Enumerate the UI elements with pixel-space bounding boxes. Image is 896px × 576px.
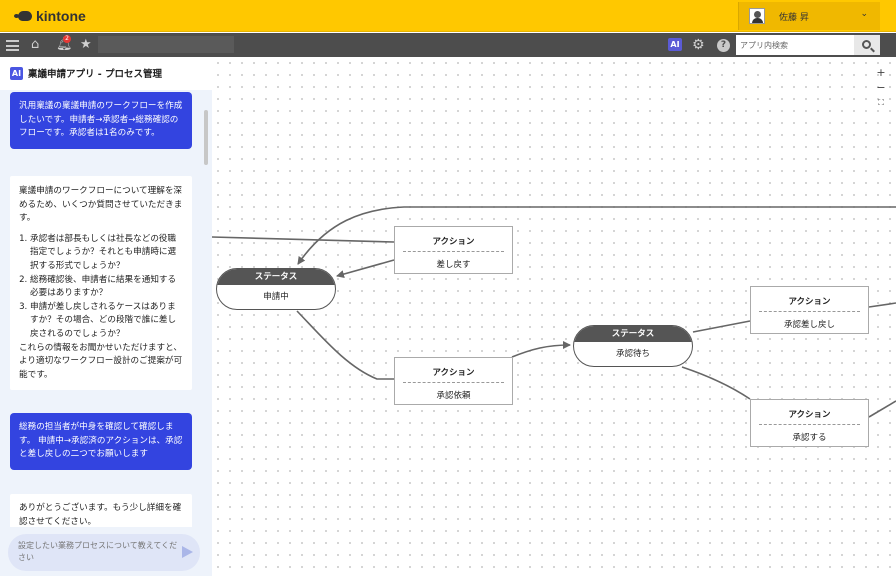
divider (403, 382, 504, 383)
status-node[interactable]: ステータス 承認待ち (573, 325, 693, 367)
ai-message: ありがとうございます。もう少し詳細を確認させてください。 (10, 494, 192, 527)
approve-request-connector (511, 341, 571, 358)
fit-view-button[interactable]: ⛶ (878, 98, 884, 107)
menu-icon[interactable] (6, 40, 19, 51)
star-icon[interactable]: ★ (80, 37, 92, 52)
message-text: 総務の担当者が中身を確認して確認します。 申請中→承認済のアクションは、承認と差… (19, 422, 183, 460)
chat-input[interactable] (18, 540, 178, 566)
home-icon[interactable]: ⌂ (31, 37, 40, 52)
action-header: アクション (432, 368, 475, 378)
action-label: 差し戻す (436, 260, 471, 270)
action-header: アクション (788, 297, 831, 307)
message-intro: 稟議申請のワークフローについて理解を深めるため、いくつか質問させていただきます。 (19, 186, 183, 224)
logo-text: kintone (36, 8, 86, 24)
approve-connector (681, 366, 751, 400)
action-node[interactable]: アクション 承認依頼 (394, 357, 513, 405)
message-outro: これらの情報をお聞かせいただけますと、より適切なワークフロー設計のご提案が可能で… (19, 342, 183, 380)
action-label: 承認差し戻し (783, 320, 835, 330)
message-text: ありがとうございます。もう少し詳細を確認させてください。 (19, 503, 182, 527)
send-icon[interactable] (182, 546, 193, 558)
page-title: 稟議申請アプリ - プロセス管理 (28, 69, 163, 80)
connector-lines (212, 206, 896, 418)
ai-message: 稟議申請のワークフローについて理解を深めるため、いくつか質問させていただきます。… (10, 176, 192, 391)
zoom-out-button[interactable]: − (876, 81, 886, 94)
chat-history[interactable]: 汎用稟議の稟議申請のワークフローを作成したいです。申請者→承認者→総務確認のフロ… (0, 90, 205, 527)
action-header: アクション (432, 237, 475, 247)
chevron-down-icon: ⌄ (860, 9, 868, 19)
chat-input-box (8, 534, 200, 571)
breadcrumb (98, 36, 234, 53)
search-button[interactable] (854, 35, 880, 55)
user-message: 汎用稟議の稟議申請のワークフローを作成したいです。申請者→承認者→総務確認のフロ… (10, 92, 192, 149)
user-name: 佐藤 昇 (779, 12, 809, 23)
right-connector (868, 302, 896, 308)
loop-connector (297, 206, 896, 265)
request-connector (296, 310, 394, 380)
search-icon (861, 39, 871, 49)
list-item: 承認者は部長もしくは社長などの役職指定でしょうか？それとも申請時に選択する形式で… (30, 233, 183, 274)
question-list: 承認者は部長もしくは社長などの役職指定でしょうか？それとも申請時に選択する形式で… (19, 233, 183, 342)
kintone-logo-icon (14, 11, 32, 21)
status-node[interactable]: ステータス 申請中 (216, 268, 336, 310)
message-text: 汎用稟議の稟議申請のワークフローを作成したいです。申請者→承認者→総務確認のフロ… (19, 101, 183, 139)
workflow-canvas[interactable]: ステータス 申請中 ステータス 承認待ち アクション 差し戻す アクション 承認… (212, 57, 896, 576)
reject-connector (692, 320, 751, 333)
divider (759, 311, 860, 312)
kintone-logo[interactable]: kintone (14, 8, 86, 24)
divider (403, 251, 504, 252)
divider (759, 424, 860, 425)
return-connector (336, 259, 395, 278)
status-label: 申請中 (263, 292, 289, 302)
status-header: ステータス (217, 269, 335, 285)
global-toolbar: ⌂ 🔔︎ 2 ★ AI ⚙ ? (0, 33, 896, 57)
ai-chat-panel: 汎用稟議の稟議申請のワークフローを作成したいです。申請者→承認者→総務確認のフロ… (0, 90, 212, 576)
top-header: kintone 佐藤 昇 ⌄ (0, 0, 896, 32)
status-header: ステータス (574, 326, 692, 342)
ai-icon: AI (10, 66, 23, 80)
chat-scrollbar[interactable] (204, 110, 208, 165)
user-message: 総務の担当者が中身を確認して確認します。 申請中→承認済のアクションは、承認と差… (10, 413, 192, 470)
search-input[interactable] (736, 35, 854, 55)
page-title-row: AI 稟議申請アプリ - プロセス管理 (10, 66, 162, 80)
zoom-in-button[interactable]: + (876, 66, 886, 79)
action-header: アクション (788, 410, 831, 420)
ai-icon[interactable]: AI (668, 38, 682, 51)
help-icon[interactable]: ? (717, 39, 730, 52)
action-node[interactable]: アクション 承認する (750, 399, 869, 447)
list-item: 総務確認後、申請者に結果を通知する必要はありますか？ (30, 274, 183, 301)
list-item: 申請が差し戻しされるケースはありますか？その場合、どの段階で誰に差し戻されるので… (30, 301, 183, 342)
left-connector (212, 236, 395, 243)
right-connector (868, 400, 896, 418)
avatar (749, 8, 765, 24)
action-node[interactable]: アクション 承認差し戻し (750, 286, 869, 334)
action-label: 承認する (792, 433, 827, 443)
gear-icon[interactable]: ⚙ (692, 37, 705, 53)
status-label: 承認待ち (615, 349, 650, 359)
action-label: 承認依頼 (436, 391, 471, 401)
action-node[interactable]: アクション 差し戻す (394, 226, 513, 274)
notification-badge: 2 (63, 35, 71, 43)
user-menu[interactable]: 佐藤 昇 ⌄ (738, 2, 880, 30)
